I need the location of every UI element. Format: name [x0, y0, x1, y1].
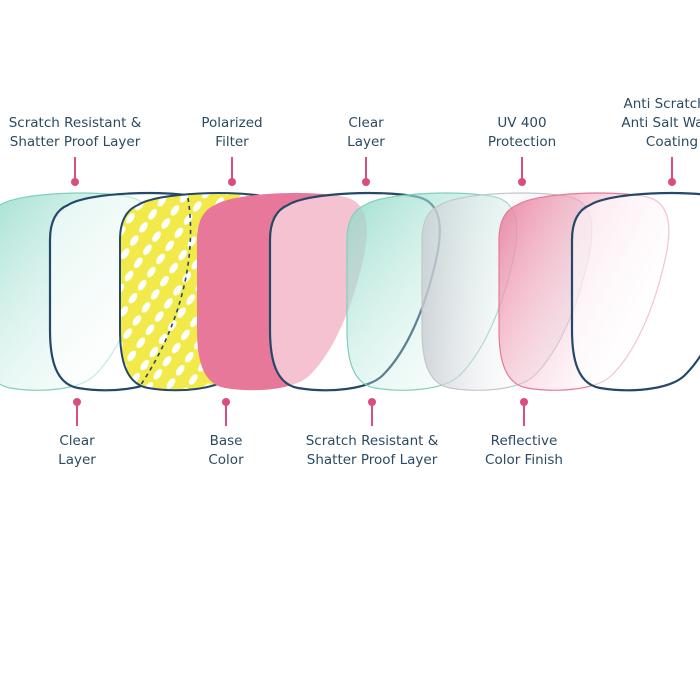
top-label-5-line: Anti Salt Water [621, 115, 700, 131]
top-pin-line-1 [74, 157, 76, 182]
top-label-4-line: UV 400 [497, 115, 547, 131]
polarized-fold-line [139, 197, 192, 387]
top-pin-dot-2 [228, 178, 236, 186]
bottom-pin-dot-1 [73, 398, 81, 406]
top-label-3-line: Layer [347, 134, 385, 150]
top-label-2-line: Filter [215, 134, 249, 150]
top-label-4-line: Protection [487, 134, 557, 150]
top-pin-dot-1 [71, 178, 79, 186]
top-label-1-line: Scratch Resistant & [8, 115, 142, 131]
bottom-label-1-line: Layer [58, 452, 96, 468]
bottom-pin-dot-3 [368, 398, 376, 406]
bottom-pin-line-3 [371, 402, 373, 426]
bottom-label-3: Scratch Resistant & Shatter Proof Layer [292, 432, 452, 470]
lens-layer-9-outline [570, 191, 700, 392]
bottom-label-3-line: Shatter Proof Layer [306, 452, 438, 468]
top-label-1-line: Shatter Proof Layer [9, 134, 141, 150]
bottom-pin-line-2 [225, 402, 227, 426]
bottom-label-2-line: Base [209, 433, 243, 449]
top-pin-dot-4 [518, 178, 526, 186]
top-pin-line-4 [521, 157, 523, 182]
top-pin-dot-5 [668, 178, 676, 186]
bottom-label-2-line: Color [208, 452, 244, 468]
top-label-5-line: Coating [645, 134, 699, 150]
bottom-pin-line-4 [523, 402, 525, 426]
top-pin-line-3 [365, 157, 367, 182]
top-label-5-line: Anti Scratch & [623, 96, 700, 112]
top-pin-line-5 [671, 157, 673, 182]
top-pin-line-2 [231, 157, 233, 182]
bottom-label-4-line: Reflective [490, 433, 558, 449]
bottom-pin-line-1 [76, 402, 78, 426]
top-pin-dot-3 [362, 178, 370, 186]
bottom-label-4-line: Color Finish [485, 452, 563, 468]
bottom-label-1-line: Clear [59, 433, 95, 449]
top-label-2-line: Polarized [201, 115, 263, 131]
top-label-1: Scratch Resistant & Shatter Proof Layer [0, 114, 155, 152]
bottom-pin-dot-2 [222, 398, 230, 406]
top-label-3-line: Clear [348, 115, 384, 131]
bottom-pin-dot-4 [520, 398, 528, 406]
top-label-5: Anti Scratch & Anti Salt WaterCoating [592, 95, 700, 152]
bottom-label-3-line: Scratch Resistant & [305, 433, 439, 449]
